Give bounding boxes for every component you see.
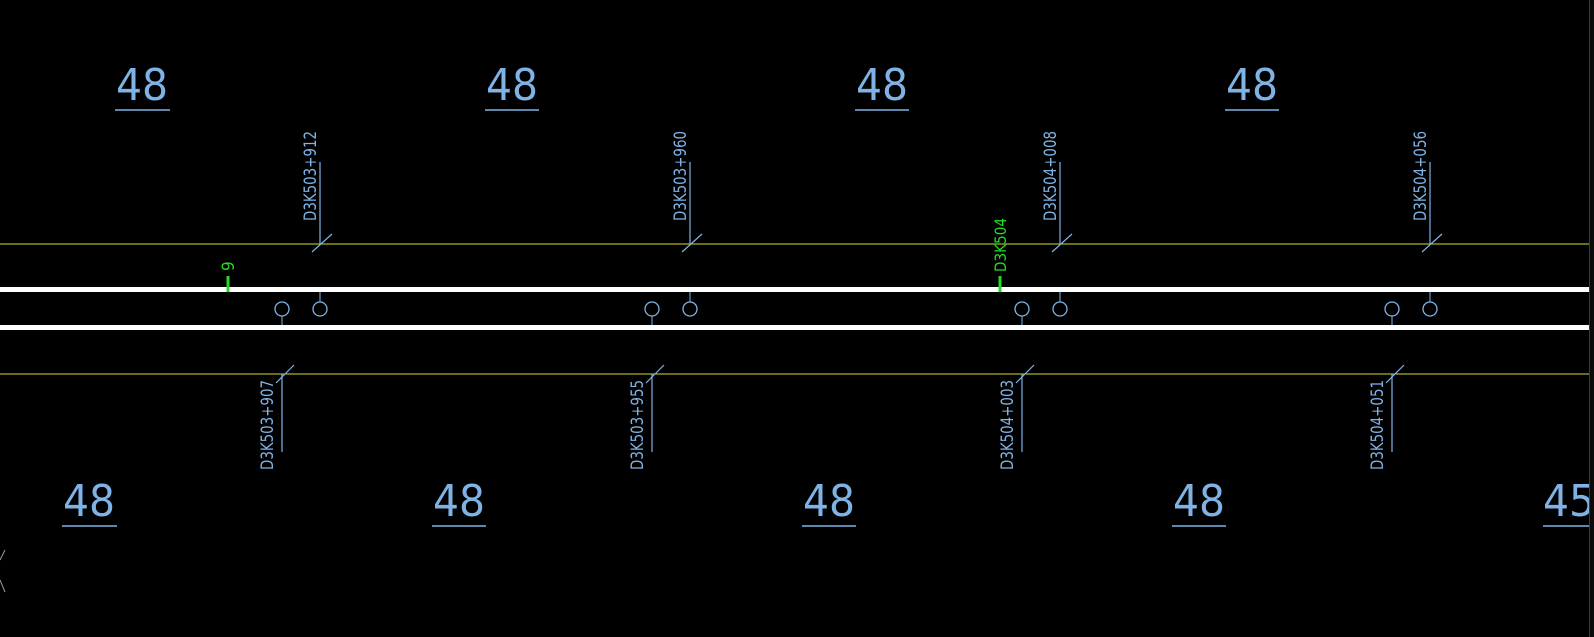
station-bottom: D3K504+003	[998, 301, 1035, 470]
station-bottom: D3K503+955	[628, 301, 665, 470]
span-labels-top: 48 48 48 48	[115, 60, 1279, 111]
circle-pole-icon	[682, 301, 698, 317]
station-label: D3K503+960	[671, 131, 691, 221]
station-label: D3K504+056	[1411, 131, 1431, 221]
circle-pole-icon	[312, 301, 328, 317]
station-tick	[1015, 364, 1035, 384]
station-label: D3K504+051	[1368, 380, 1388, 470]
span-label: 48	[63, 476, 115, 527]
span-label: 48	[1173, 476, 1225, 527]
station-label: D3K503+912	[301, 131, 321, 221]
station-label: D3K504+003	[998, 380, 1018, 470]
station-label: D3K503+955	[628, 380, 648, 470]
green-markers: 9 D3K504	[219, 218, 1010, 292]
marker-label: D3K504	[991, 218, 1010, 272]
span-label: 48	[116, 60, 168, 111]
corner-tick	[0, 549, 6, 593]
station-tick	[1385, 364, 1405, 384]
span-label: 48	[486, 60, 538, 111]
upper-rail	[0, 287, 1589, 292]
span-label: 48	[433, 476, 485, 527]
station-top: D3K504+008	[1041, 131, 1073, 317]
station-tick	[311, 233, 333, 253]
station-label: D3K503+907	[258, 380, 278, 470]
station-bottom: D3K503+907	[258, 301, 295, 470]
station-bottom: D3K504+051	[1368, 301, 1405, 470]
stations-top: D3K503+912 D3K503+960 D3K504+008 D3K504+…	[301, 131, 1443, 317]
station-tick	[1051, 233, 1073, 253]
lower-rail	[0, 325, 1589, 330]
circle-pole-icon	[1052, 301, 1068, 317]
circle-pole-icon	[1422, 301, 1438, 317]
marker-label: 9	[219, 261, 239, 271]
span-label: 45	[1543, 476, 1594, 527]
station-tick	[275, 364, 295, 384]
station-tick	[1421, 233, 1443, 253]
span-label: 48	[856, 60, 908, 111]
vertical-scrollbar[interactable]	[1589, 0, 1594, 637]
span-label: 48	[803, 476, 855, 527]
station-tick	[645, 364, 665, 384]
span-labels-bottom: 48 48 48 48 45	[62, 476, 1594, 527]
span-label: 48	[1226, 60, 1278, 111]
station-top: D3K503+960	[671, 131, 703, 317]
station-top: D3K503+912	[301, 131, 333, 317]
stations-bottom: D3K503+907 D3K503+955 D3K504+003 D3K504+…	[258, 301, 1405, 470]
station-tick	[681, 233, 703, 253]
station-top: D3K504+056	[1411, 131, 1443, 317]
station-label: D3K504+008	[1041, 131, 1061, 221]
